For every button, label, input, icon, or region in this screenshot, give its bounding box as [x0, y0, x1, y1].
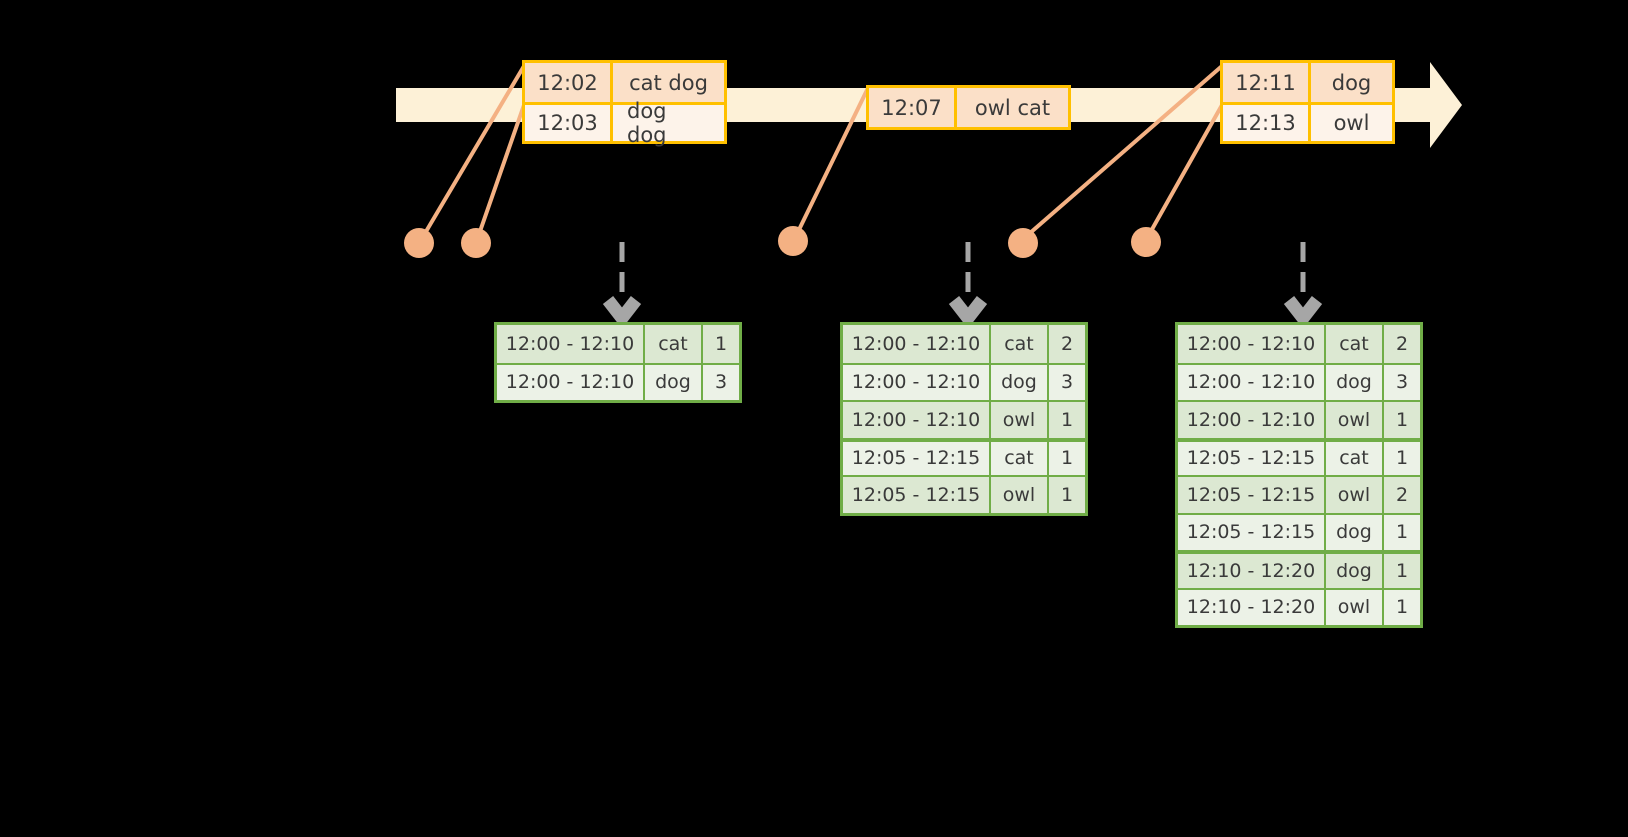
trigger-arrowhead-2: [948, 296, 988, 329]
window-cell: 12:05 - 12:15: [1178, 477, 1326, 513]
word-cell: cat: [645, 325, 703, 363]
trigger-arrowheads: [602, 296, 1323, 329]
connector-1203: [475, 103, 526, 242]
count-cell: 1: [1060, 483, 1074, 506]
table-row[interactable]: 12:05 - 12:15 dog 1: [1178, 512, 1420, 550]
word-cell: cat: [991, 325, 1049, 363]
word-cell: dog: [1326, 554, 1384, 588]
window-cell: 12:00 - 12:10: [843, 325, 991, 363]
word-cell: dog: [645, 364, 703, 400]
word-cell: owl: [991, 477, 1049, 513]
word-cell: owl: [991, 402, 1049, 438]
word-cell: dog: [1326, 364, 1384, 400]
table-row[interactable]: 12:05 - 12:15 owl 2: [1178, 475, 1420, 513]
connector-1202: [419, 64, 526, 242]
table-row[interactable]: 12:00 - 12:10 owl 1: [843, 400, 1085, 438]
event-time: 12:07: [869, 88, 957, 127]
window-cell: 12:00 - 12:10: [1178, 402, 1326, 438]
trigger-arrowhead-1: [602, 296, 642, 329]
count-cell: 1: [1395, 521, 1409, 544]
window-cell: 12:00 - 12:10: [843, 402, 991, 438]
event-dot-2: [461, 228, 491, 258]
event-words: owl: [1333, 111, 1370, 135]
table-row[interactable]: 12:05 - 12:15 owl 1: [843, 475, 1085, 513]
event-dot-3: [778, 226, 808, 256]
table-row[interactable]: 12:05 - 12:15 cat 1: [1178, 437, 1420, 475]
count-cell: 2: [1060, 332, 1074, 355]
window-cell: 12:00 - 12:10: [497, 325, 645, 363]
event-time: 12:11: [1223, 63, 1311, 102]
window-cell: 12:00 - 12:10: [497, 364, 645, 400]
table-row[interactable]: 12:00 - 12:10 cat 2: [1178, 325, 1420, 363]
result-table-2[interactable]: 12:00 - 12:10 cat 2 12:00 - 12:10 dog 3 …: [840, 322, 1088, 516]
table-row[interactable]: 12:00 - 12:10 cat 2: [843, 325, 1085, 363]
event-time: 12:13: [1223, 105, 1311, 141]
count-cell: 1: [1395, 596, 1409, 619]
window-cell: 12:05 - 12:15: [843, 441, 991, 475]
window-cell: 12:05 - 12:15: [843, 477, 991, 513]
word-cell: owl: [1326, 402, 1384, 438]
event-dots: [404, 226, 1161, 258]
count-cell: 3: [714, 371, 728, 394]
window-cell: 12:00 - 12:10: [843, 364, 991, 400]
table-row[interactable]: 12:10 - 12:20 owl 1: [1178, 587, 1420, 625]
count-cell: 1: [1060, 447, 1074, 470]
word-cell: dog: [1326, 514, 1384, 550]
table-row[interactable]: 12:05 - 12:15 cat 1: [843, 437, 1085, 475]
table-row[interactable]: 12:00 - 12:10 dog 3: [1178, 362, 1420, 400]
event-words: dog dog: [627, 99, 667, 147]
word-cell: owl: [1326, 477, 1384, 513]
count-cell: 3: [1395, 371, 1409, 394]
count-cell: 1: [1395, 559, 1409, 582]
event-words: owl cat: [974, 95, 1051, 120]
connector-1207: [792, 86, 870, 242]
event-time: 12:02: [525, 63, 613, 102]
count-cell: 1: [1060, 408, 1074, 431]
event-words: cat dog: [629, 70, 708, 95]
event-dot-1: [404, 228, 434, 258]
table-row[interactable]: 12:00 - 12:10 owl 1: [1178, 400, 1420, 438]
word-cell: cat: [1326, 441, 1384, 475]
table-row[interactable]: 12:10 - 12:20 dog 1: [1178, 550, 1420, 588]
result-table-1[interactable]: 12:00 - 12:10 cat 1 12:00 - 12:10 dog 3: [494, 322, 742, 403]
event-dot-4: [1008, 228, 1038, 258]
event-row[interactable]: 12:03 dog dog: [525, 99, 724, 147]
event-row[interactable]: 12:11 dog: [1223, 63, 1392, 102]
event-group-3[interactable]: 12:11 dog 12:13 owl: [1220, 60, 1395, 144]
result-table-3[interactable]: 12:00 - 12:10 cat 2 12:00 - 12:10 dog 3 …: [1175, 322, 1423, 628]
event-group-2[interactable]: 12:07 owl cat: [866, 85, 1071, 130]
count-cell: 2: [1395, 332, 1409, 355]
window-cell: 12:10 - 12:20: [1178, 554, 1326, 588]
event-row[interactable]: 12:07 owl cat: [869, 88, 1068, 127]
event-time: 12:03: [525, 105, 613, 141]
count-cell: 3: [1060, 371, 1074, 394]
window-cell: 12:05 - 12:15: [1178, 441, 1326, 475]
count-cell: 1: [1395, 408, 1409, 431]
word-cell: cat: [991, 441, 1049, 475]
window-cell: 12:05 - 12:15: [1178, 514, 1326, 550]
event-row[interactable]: 12:13 owl: [1223, 102, 1392, 141]
event-words: dog: [1331, 70, 1372, 95]
trigger-arrowhead-3: [1283, 296, 1323, 329]
window-cell: 12:00 - 12:10: [1178, 364, 1326, 400]
count-cell: 2: [1395, 483, 1409, 506]
word-cell: cat: [1326, 325, 1384, 363]
event-group-1[interactable]: 12:02 cat dog 12:03 dog dog: [522, 60, 727, 147]
window-cell: 12:10 - 12:20: [1178, 589, 1326, 625]
count-cell: 1: [1395, 447, 1409, 470]
table-row[interactable]: 12:00 - 12:10 dog 3: [843, 362, 1085, 400]
window-cell: 12:00 - 12:10: [1178, 325, 1326, 363]
event-dot-5: [1131, 227, 1161, 257]
event-row[interactable]: 12:02 cat dog: [525, 63, 724, 102]
trigger-arrows: [619, 242, 1306, 300]
connector-1213: [1144, 103, 1224, 242]
word-cell: dog: [991, 364, 1049, 400]
count-cell: 1: [714, 332, 728, 355]
word-cell: owl: [1326, 589, 1384, 625]
table-row[interactable]: 12:00 - 12:10 cat 1: [497, 325, 739, 363]
table-row[interactable]: 12:00 - 12:10 dog 3: [497, 362, 739, 400]
